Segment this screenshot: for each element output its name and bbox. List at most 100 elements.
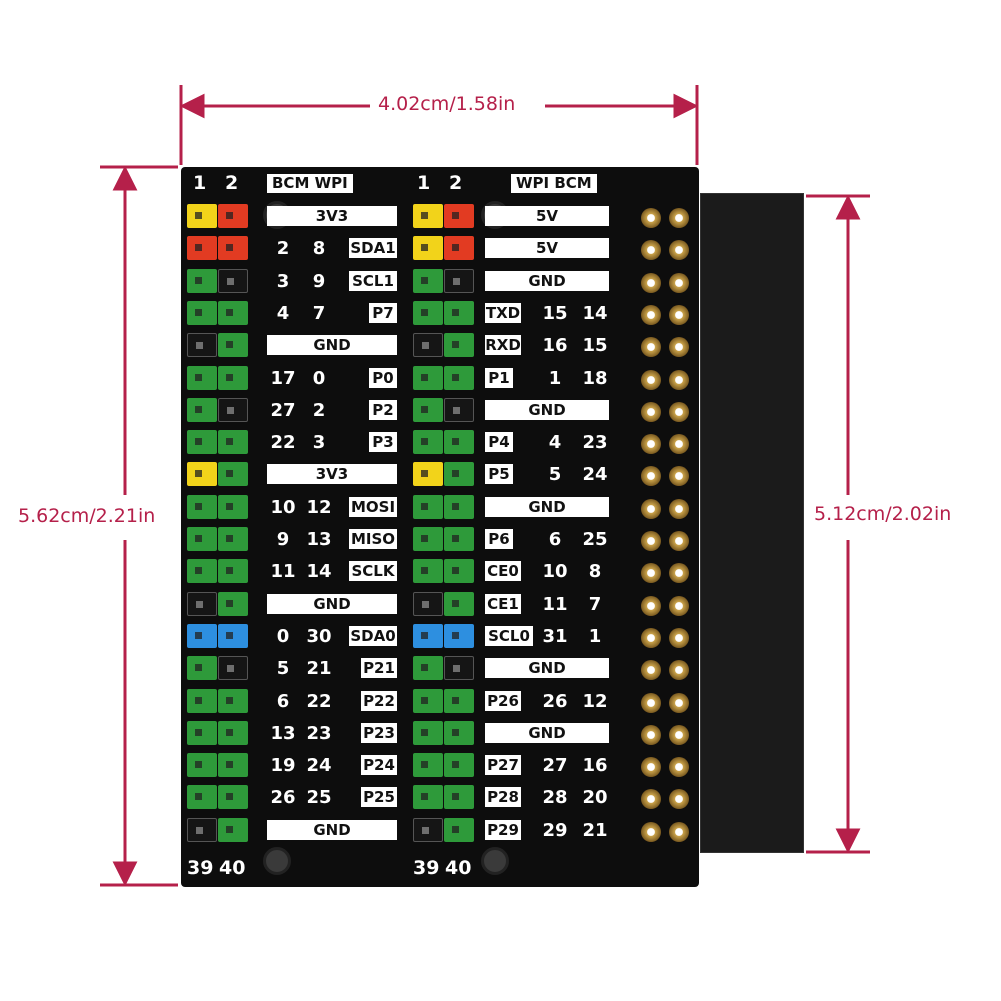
edge-connector-pin	[641, 434, 661, 455]
bcm-number: 21	[582, 819, 608, 841]
edge-connector-pin	[669, 724, 689, 745]
right-header-pin	[413, 623, 443, 648]
right-header-pin	[444, 688, 474, 713]
pin-function-label: P25	[361, 787, 397, 808]
left-header-pin	[218, 430, 248, 455]
pin-function-label: GND	[485, 270, 609, 291]
pin-function-label: P21	[361, 658, 397, 679]
right-header-pin	[413, 785, 443, 810]
wpi-number: 6	[548, 529, 562, 550]
edge-connector-pin	[641, 337, 661, 358]
edge-connector-pin	[669, 563, 689, 584]
left-header-pin	[187, 688, 217, 713]
pin-function-label: P29	[485, 819, 521, 840]
pin-function-label: P26	[485, 690, 521, 711]
width-dimension-label: 4.02cm/1.58in	[378, 93, 516, 115]
edge-connector-pin	[641, 627, 661, 648]
female-socket	[700, 193, 804, 853]
edge-connector-pin	[669, 208, 689, 228]
pin-function-label: P3	[369, 432, 397, 453]
edge-connector-pin	[669, 498, 689, 519]
right-header-pin-40: 40	[445, 857, 472, 879]
right-header-pin	[413, 365, 443, 390]
right-header-pin	[444, 333, 474, 358]
right-header-pin	[444, 591, 474, 616]
pin-function-label: SCLK	[349, 561, 397, 582]
left-header-pin	[187, 365, 217, 390]
bcm-number: 13	[270, 722, 296, 744]
mounting-hole	[481, 847, 509, 875]
left-header-pin	[218, 688, 248, 713]
pin-function-label: MISO	[349, 529, 397, 549]
pin-function-label: 3V3	[267, 206, 397, 226]
bcm-number: 25	[582, 529, 608, 550]
left-header-pin	[218, 204, 248, 228]
pin-function-label: SCL1	[349, 270, 397, 291]
right-header-pin	[413, 559, 443, 584]
edge-connector-pin	[669, 304, 689, 325]
left-header-pin	[218, 397, 248, 422]
left-header-pin	[187, 268, 217, 293]
edge-connector-pin	[669, 821, 689, 842]
left-header-pin	[187, 300, 217, 325]
right-header-pin-2: 2	[449, 172, 463, 194]
wpi-number: 21	[306, 658, 332, 680]
right-header-pin	[444, 204, 474, 228]
bcm-number: 7	[588, 593, 602, 615]
pin-function-label: P2	[369, 399, 397, 420]
right-header-pin	[444, 656, 474, 681]
bcm-number: 0	[276, 625, 290, 647]
right-header-pin-1: 1	[417, 172, 431, 194]
left-header-pin-40: 40	[219, 857, 246, 879]
edge-connector-pin	[641, 240, 661, 261]
edge-connector-pin	[641, 498, 661, 519]
right-header-pin	[444, 753, 474, 778]
wpi-number: 13	[306, 529, 332, 550]
right-header-pin	[413, 300, 443, 325]
edge-connector-pin	[669, 369, 689, 390]
right-header-pin	[413, 591, 443, 616]
wpi-number: 28	[542, 787, 568, 809]
pin-function-label: P24	[361, 755, 397, 776]
bcm-number: 20	[582, 787, 608, 809]
pin-function-label: GND	[485, 399, 609, 420]
edge-connector-pin	[669, 401, 689, 422]
left-header-pin	[187, 236, 217, 261]
bcm-number: 16	[582, 755, 608, 777]
right-header-pin	[413, 462, 443, 487]
right-header-pin	[444, 785, 474, 810]
left-header-pin	[218, 720, 248, 745]
bcm-number: 22	[270, 432, 296, 454]
left-header-pin	[218, 817, 248, 842]
pin-function-label: GND	[267, 593, 397, 614]
right-header-pin	[413, 333, 443, 358]
pin-function-label: P0	[369, 367, 397, 388]
wpi-number: 15	[542, 302, 568, 324]
wpi-number: 8	[312, 238, 326, 260]
left-header-pin	[187, 591, 217, 616]
right-header-pin	[413, 494, 443, 519]
edge-connector-pin	[641, 724, 661, 745]
left-header-pin	[218, 753, 248, 778]
left-header-pin	[218, 623, 248, 648]
left-header-pin	[218, 236, 248, 261]
edge-connector-pin	[669, 466, 689, 487]
right-header-pin	[444, 720, 474, 745]
left-header-pin	[187, 527, 217, 551]
left-header-pin	[218, 333, 248, 358]
edge-connector-pin	[641, 304, 661, 325]
right-header-pin	[413, 688, 443, 713]
wpi-number: 5	[548, 464, 562, 486]
left-header-pin	[187, 333, 217, 358]
right-header-pin	[413, 753, 443, 778]
right-header-pin	[444, 397, 474, 422]
wpi-number: 29	[542, 819, 568, 841]
left-header-pin	[187, 753, 217, 778]
left-header-pin	[187, 462, 217, 487]
bcm-number: 9	[276, 529, 290, 550]
pin-function-label: P5	[485, 464, 513, 485]
pin-function-label: 5V	[485, 238, 609, 259]
right-header-pin	[413, 268, 443, 293]
edge-connector-pin	[641, 272, 661, 293]
